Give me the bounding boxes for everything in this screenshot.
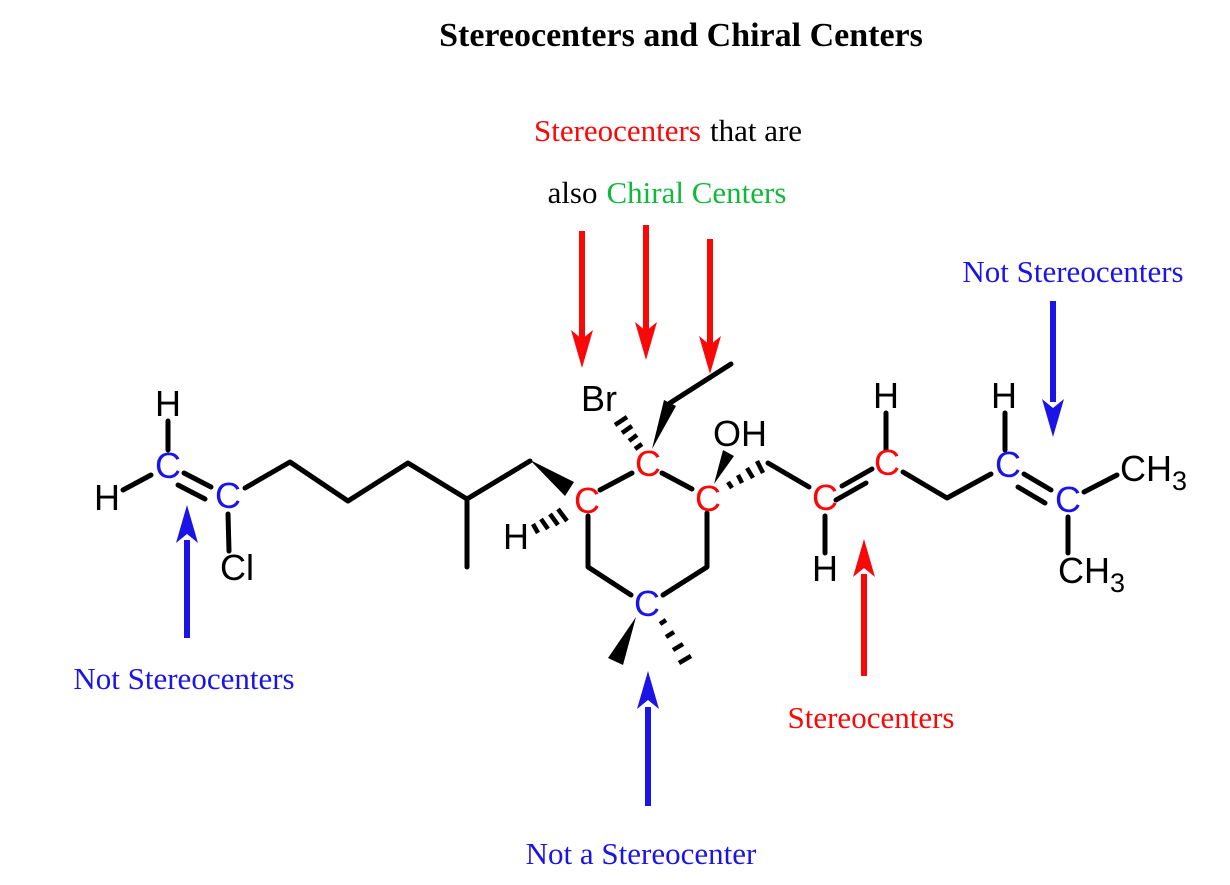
atom-ch3-bottom: CH3 bbox=[1058, 550, 1125, 598]
atom-ch3-top-main: CH bbox=[1120, 448, 1172, 489]
hash-mark bbox=[745, 466, 755, 480]
wedge-ring-right-oh bbox=[714, 450, 734, 484]
red-arrow-bottom-right bbox=[853, 539, 875, 676]
red-down-arrow-2-head bbox=[635, 322, 657, 360]
hash-mark bbox=[613, 415, 629, 427]
atom-h-diene-2: H bbox=[873, 375, 899, 416]
hash-mark bbox=[658, 618, 668, 626]
blue-up-arrow-left-head bbox=[176, 505, 198, 543]
atom-c-ring-right: C bbox=[695, 478, 721, 519]
blue-down-arrow-head bbox=[1042, 399, 1064, 437]
subtitle-line-2: also Chiral Centers bbox=[548, 175, 787, 210]
wedge-ring-top-ethyl bbox=[652, 400, 676, 449]
bond-ch3-top bbox=[1081, 472, 1120, 495]
blue-up-arrow-center-head bbox=[637, 671, 659, 709]
atom-ch3-bottom-main: CH bbox=[1058, 550, 1110, 591]
ring-bond-right-bottom bbox=[660, 510, 710, 598]
blue-arrow-top-right bbox=[1042, 301, 1064, 437]
double-bond-right-a bbox=[1021, 471, 1054, 493]
hash-mark bbox=[735, 473, 745, 485]
double-bond-c1c2-a bbox=[181, 470, 214, 490]
atom-c-ring-top: C bbox=[635, 443, 661, 484]
bond-h-c1-left bbox=[120, 472, 154, 493]
page-title: Stereocenters and Chiral Centers bbox=[439, 17, 923, 54]
bond-c2-cl bbox=[225, 511, 232, 554]
atom-ch3-top: CH3 bbox=[1120, 448, 1187, 496]
atom-br: Br bbox=[581, 378, 617, 419]
atom-c-ring-bottom: C bbox=[634, 583, 660, 624]
hash-mark bbox=[754, 459, 766, 475]
atom-ch3-bottom-sub: 3 bbox=[1110, 568, 1125, 598]
ring-bond-top-right bbox=[659, 470, 695, 492]
wedge-bonds bbox=[530, 400, 734, 665]
double-bond-c1c2-b bbox=[175, 482, 208, 502]
hash-mark bbox=[671, 642, 685, 652]
red-down-arrow-1-head bbox=[571, 330, 593, 368]
bond-vertex-dieneC1 bbox=[765, 460, 812, 490]
blue-arrow-bottom-left bbox=[176, 505, 198, 638]
subtitle-stereocenters: Stereocenters bbox=[534, 113, 701, 148]
atom-h-ring-left: H bbox=[503, 516, 529, 557]
subtitle-that-are: that are bbox=[710, 113, 802, 148]
double-bond-right-b bbox=[1015, 484, 1048, 506]
atom-h-vinyl-left: H bbox=[94, 477, 120, 518]
label-not-a-stereocenter: Not a Stereocenter bbox=[526, 836, 757, 871]
atom-h-vinyl-top: H bbox=[155, 383, 181, 424]
red-up-arrow-head bbox=[853, 539, 875, 577]
chain-right bbox=[900, 469, 994, 501]
wedge-ring-bottom-methyl bbox=[608, 617, 636, 665]
hash-mark bbox=[633, 442, 644, 451]
bond-ethyl bbox=[667, 361, 734, 406]
label-not-stereocenters-bottom-left: Not Stereocenters bbox=[73, 661, 294, 696]
atom-ch3-top-sub: 3 bbox=[1172, 466, 1187, 496]
double-bond-diene-b bbox=[833, 480, 869, 503]
atom-h-diene-1: H bbox=[812, 548, 838, 589]
atom-h-right: H bbox=[991, 375, 1017, 416]
molecule-bonds bbox=[120, 361, 1120, 598]
hash-mark bbox=[531, 522, 540, 535]
hash-mark bbox=[620, 424, 634, 435]
hash-bond-ring-right-chain bbox=[726, 459, 766, 490]
atom-cl: Cl bbox=[220, 547, 254, 588]
atom-c-diene-2: C bbox=[874, 442, 900, 483]
ring-bond-left-top bbox=[597, 470, 635, 493]
atom-oh: OH bbox=[713, 413, 767, 454]
subtitle-chiral-centers: Chiral Centers bbox=[607, 175, 787, 210]
hash-mark bbox=[556, 507, 569, 523]
atom-c-diene-1: C bbox=[812, 477, 838, 518]
hash-bond-ring-top-br bbox=[613, 415, 644, 451]
double-bond-diene-a bbox=[839, 466, 875, 489]
hash-mark bbox=[539, 517, 550, 531]
hash-mark bbox=[627, 433, 639, 443]
atom-c-ring-left: C bbox=[574, 480, 600, 521]
red-arrow-group-top bbox=[571, 225, 721, 374]
subtitle-also: also bbox=[548, 175, 598, 210]
red-down-arrow-3-head bbox=[699, 336, 721, 374]
hash-mark bbox=[726, 480, 734, 490]
hash-mark bbox=[664, 630, 676, 639]
hash-mark bbox=[548, 512, 560, 527]
atom-c-right-2: C bbox=[1055, 479, 1081, 520]
atom-c-vinyl-1: C bbox=[155, 445, 181, 486]
atom-labels: H C H C Cl H C Br C OH C C C H C H C H C… bbox=[94, 375, 1187, 624]
hash-mark bbox=[677, 654, 693, 665]
label-stereocenters-bottom-right: Stereocenters bbox=[788, 700, 955, 735]
subtitle-line-1: Stereocenters that are bbox=[534, 113, 802, 148]
ring-bond-left-bottom bbox=[585, 513, 634, 598]
atom-c-right-1: C bbox=[995, 444, 1021, 485]
wedge-chain-to-ring-left bbox=[530, 460, 574, 496]
atom-c-vinyl-2: C bbox=[215, 475, 241, 516]
hash-bond-ring-bottom-methyl bbox=[658, 618, 693, 665]
label-not-stereocenters-top-right: Not Stereocenters bbox=[962, 254, 1183, 289]
hash-bond-ring-left-h bbox=[531, 507, 569, 535]
blue-arrow-bottom-center bbox=[637, 671, 659, 806]
chain-left bbox=[242, 458, 533, 504]
